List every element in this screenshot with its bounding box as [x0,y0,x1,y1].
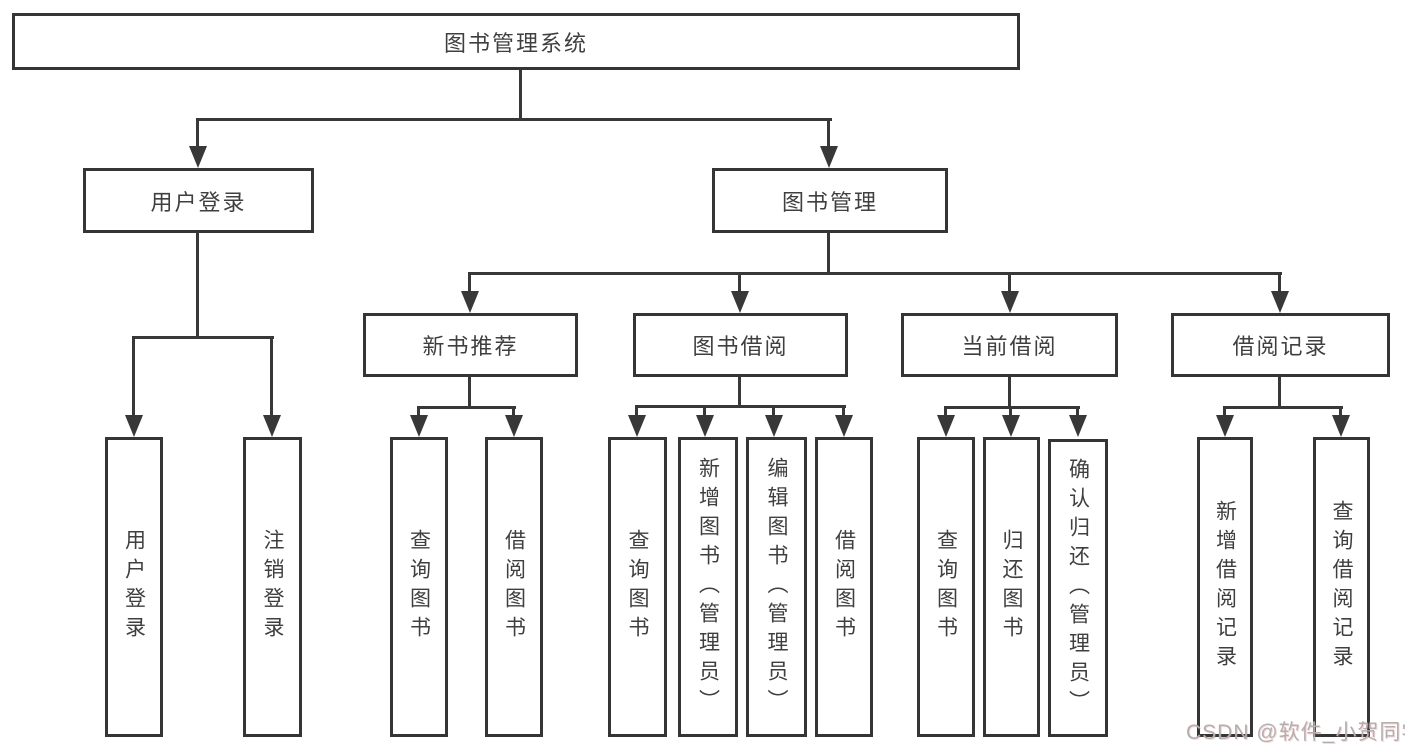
connector-line [1076,406,1079,416]
leaf-borrow-borrow-book: 借阅图书 [815,437,873,737]
leaf-label: 编辑图书（管理员） [765,456,788,718]
node-label: 用户登录 [150,189,247,215]
leaf-label: 确认归还（管理员） [1066,457,1090,719]
connector-line [418,406,516,409]
arrow-down-icon [1002,415,1020,437]
arrow-down-icon [696,415,714,437]
connector-line [738,272,741,292]
connector-line [772,405,775,416]
connector-line [703,405,706,416]
connector-line [1008,272,1011,292]
leaf-borrow-query-book: 查询图书 [608,437,667,737]
arrow-down-icon [263,415,281,437]
leaf-label: 借阅图书 [832,529,856,645]
leaf-label: 查询图书 [934,529,958,645]
connector-line [468,272,1282,275]
arrow-down-icon [189,146,207,168]
leaf-current-confirm-return-admin: 确认归还（管理员） [1048,439,1108,737]
connector-line [944,406,947,416]
connector-line [196,232,199,336]
leaf-label: 归还图书 [1000,529,1023,645]
arrow-down-icon [125,415,143,437]
leaf-label: 查询借阅记录 [1330,500,1353,674]
connector-line [635,405,638,416]
arrow-down-icon [765,415,783,437]
node-label: 当前借阅 [961,334,1058,359]
node-library-system: 图书管理系统 [12,13,1020,70]
connector-line [1224,406,1343,409]
leaf-borrow-add-book-admin: 新增图书（管理员） [678,437,738,737]
leaf-logout: 注销登录 [243,437,302,737]
leaf-borrow-edit-book-admin: 编辑图书（管理员） [746,437,807,737]
connector-line [197,118,832,121]
connector-line [1223,406,1226,416]
connector-line [270,336,273,417]
arrow-down-icon [1332,415,1350,437]
leaf-records-add-record: 新增借阅记录 [1197,437,1253,737]
node-label: 图书管理系统 [443,30,588,56]
connector-line [1278,272,1281,292]
arrow-down-icon [461,291,479,313]
connector-line [945,406,1080,409]
arrow-down-icon [731,291,749,313]
connector-line [827,232,830,274]
connector-line [196,118,199,148]
arrow-down-icon [1216,415,1234,437]
connector-line [636,405,846,408]
leaf-user-login: 用户登录 [105,437,163,737]
node-label: 借阅记录 [1232,334,1329,359]
leaf-label: 新增借阅记录 [1213,500,1237,674]
connector-line [1278,377,1281,408]
connector-line [1009,406,1012,416]
node-borrow-records: 借阅记录 [1171,313,1390,377]
connector-line [519,70,522,118]
node-current-borrow: 当前借阅 [901,313,1118,377]
connector-line [512,406,515,416]
arrow-down-icon [835,415,853,437]
connector-line [468,272,471,292]
leaf-records-query-record: 查询借阅记录 [1313,437,1370,737]
node-label: 图书管理 [781,189,878,215]
csdn-watermark: CSDN @软件_小贺同学 [1186,721,1405,744]
node-label: 图书借阅 [692,334,789,359]
arrow-down-icon [410,415,428,437]
connector-line [1008,377,1011,408]
leaf-current-query-book: 查询图书 [917,437,975,737]
arrow-down-icon [1069,415,1087,437]
leaf-current-return-book: 归还图书 [983,437,1040,737]
node-new-book-recommend: 新书推荐 [363,313,578,377]
node-book-management: 图书管理 [712,168,948,233]
node-user-login: 用户登录 [83,168,314,233]
connector-line [842,405,845,416]
leaf-label: 注销登录 [261,529,284,645]
node-book-borrow: 图书借阅 [633,313,848,377]
leaf-label: 用户登录 [122,529,146,645]
connector-line [468,377,471,408]
leaf-label: 查询图书 [626,529,649,645]
connector-line [133,336,274,339]
leaf-label: 新增图书（管理员） [696,456,720,718]
arrow-down-icon [1001,291,1019,313]
connector-line [738,377,741,408]
leaf-label: 查询图书 [407,529,431,645]
connector-line [132,336,135,417]
node-label: 新书推荐 [422,334,519,359]
leaf-label: 借阅图书 [502,529,526,645]
connector-line [1339,406,1342,416]
leaf-recommend-query-book: 查询图书 [390,437,448,737]
arrow-down-icon [820,146,838,168]
connector-line [827,118,830,148]
arrow-down-icon [1271,291,1289,313]
connector-line [417,406,420,416]
leaf-recommend-borrow-book: 借阅图书 [485,437,543,737]
arrow-down-icon [937,415,955,437]
arrow-down-icon [505,415,523,437]
arrow-down-icon [628,415,646,437]
